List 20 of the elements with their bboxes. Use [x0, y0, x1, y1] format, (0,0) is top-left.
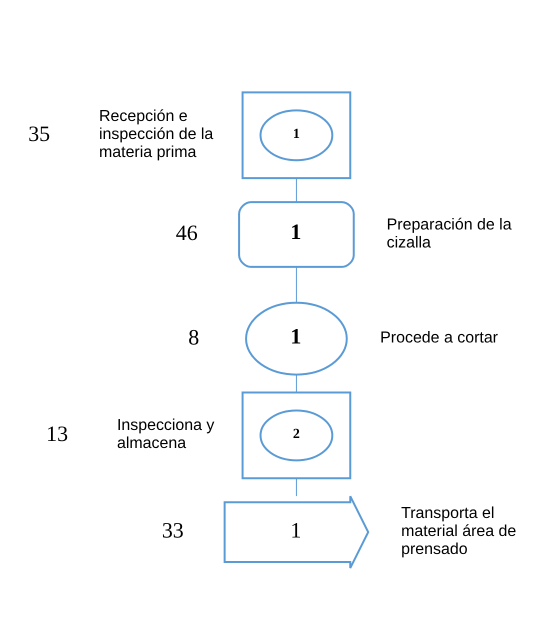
node-box: 1: [238, 201, 355, 268]
node-label: 33: [162, 518, 184, 543]
node-ellipse: 1: [260, 109, 334, 162]
connector: [296, 374, 297, 394]
cluster: [242, 91, 352, 180]
cluster: [242, 392, 352, 480]
node-ellipse: 1: [245, 302, 348, 376]
node-ellipse: 2: [260, 409, 334, 462]
node-label: 8: [188, 324, 200, 350]
node-label: 35: [28, 120, 50, 146]
connector: [296, 266, 297, 304]
node-label: Recepción e inspección de la materia prima: [99, 108, 214, 162]
connector: [296, 478, 297, 497]
node-label: Preparación de la cizalla: [386, 216, 512, 252]
node-label: Transporta el material área de prensado: [401, 504, 516, 558]
node-label: Procede a cortar: [380, 329, 498, 346]
connector: [296, 178, 297, 203]
node-label: 46: [176, 220, 198, 246]
node-label: 13: [46, 420, 68, 446]
node-label: Inspecciona y almacena: [116, 417, 214, 452]
